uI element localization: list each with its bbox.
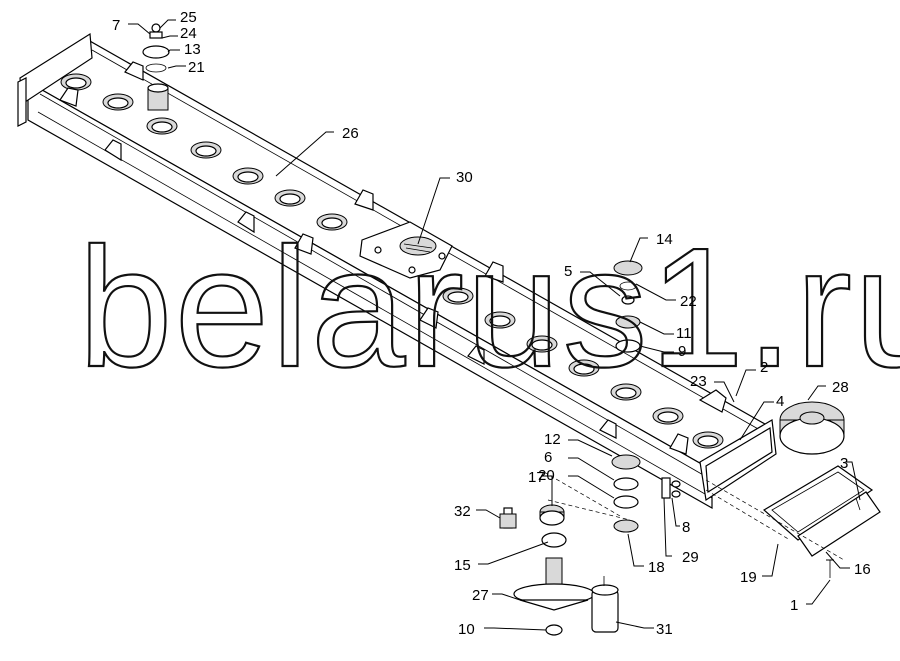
bearing-bore: [65, 77, 87, 89]
callout-label-26: 26: [342, 125, 359, 142]
callout-label-13: 13: [184, 41, 201, 58]
callout-label-27: 27: [472, 587, 489, 604]
leader-lines: [128, 19, 861, 631]
callout-label-15: 15: [454, 557, 471, 574]
callout-label-17: 17: [528, 469, 545, 486]
cover-gasket: [762, 465, 881, 578]
callout-label-5: 5: [564, 263, 572, 280]
callout-label-3: 3: [840, 455, 848, 472]
callout-label-1: 1: [790, 597, 798, 614]
callout-label-8: 8: [682, 519, 690, 536]
bearing-bore: [531, 339, 553, 351]
callout-label-2: 2: [760, 359, 768, 376]
callout-label-31: 31: [656, 621, 673, 638]
bearing-bore: [279, 193, 301, 205]
bearing-bore: [447, 291, 469, 303]
watermark-text: belarus1.ru: [78, 213, 900, 403]
callout-label-30: 30: [456, 169, 473, 186]
assembly-guides: [543, 471, 845, 561]
bearing-stack-right: [613, 260, 643, 353]
bearing-bore: [489, 315, 511, 327]
bearing-housings: [60, 73, 724, 449]
callout-label-19: 19: [740, 569, 757, 586]
callout-label-23: 23: [690, 373, 707, 390]
bearing-bore: [195, 145, 217, 157]
callout-label-32: 32: [454, 503, 471, 520]
lower-left-parts: [499, 504, 619, 636]
top-left-parts: [142, 23, 170, 111]
lower-stack-center: [611, 454, 641, 533]
callout-label-21: 21: [188, 59, 205, 76]
bearing-bore: [697, 435, 719, 447]
bearing-bore: [615, 387, 637, 399]
callout-label-18: 18: [648, 559, 665, 576]
callout-label-25: 25: [180, 9, 197, 26]
bearing-bore: [151, 121, 173, 133]
callout-label-7: 7: [112, 17, 120, 34]
callout-label-4: 4: [776, 393, 784, 410]
callout-label-9: 9: [678, 343, 686, 360]
gear-28: [779, 401, 845, 455]
bearing-bore: [657, 411, 679, 423]
callout-label-16: 16: [854, 561, 871, 578]
callout-label-24: 24: [180, 25, 197, 42]
bracket-8: [661, 477, 681, 499]
mounting-plate-30: [359, 221, 453, 279]
callout-label-22: 22: [680, 293, 697, 310]
callout-label-11: 11: [676, 325, 692, 342]
callout-label-10: 10: [458, 621, 475, 638]
callout-label-20: 20: [538, 467, 555, 484]
beam-brackets: [59, 61, 727, 455]
bearing-bore: [107, 97, 129, 109]
bearing-bore: [573, 363, 595, 375]
callout-label-29: 29: [682, 549, 699, 566]
bearing-bore: [321, 217, 343, 229]
callout-label-28: 28: [832, 379, 849, 396]
callout-label-6: 6: [544, 449, 552, 466]
callout-label-12: 12: [544, 431, 561, 448]
callout-label-14: 14: [656, 231, 673, 248]
bearing-bore: [237, 171, 259, 183]
